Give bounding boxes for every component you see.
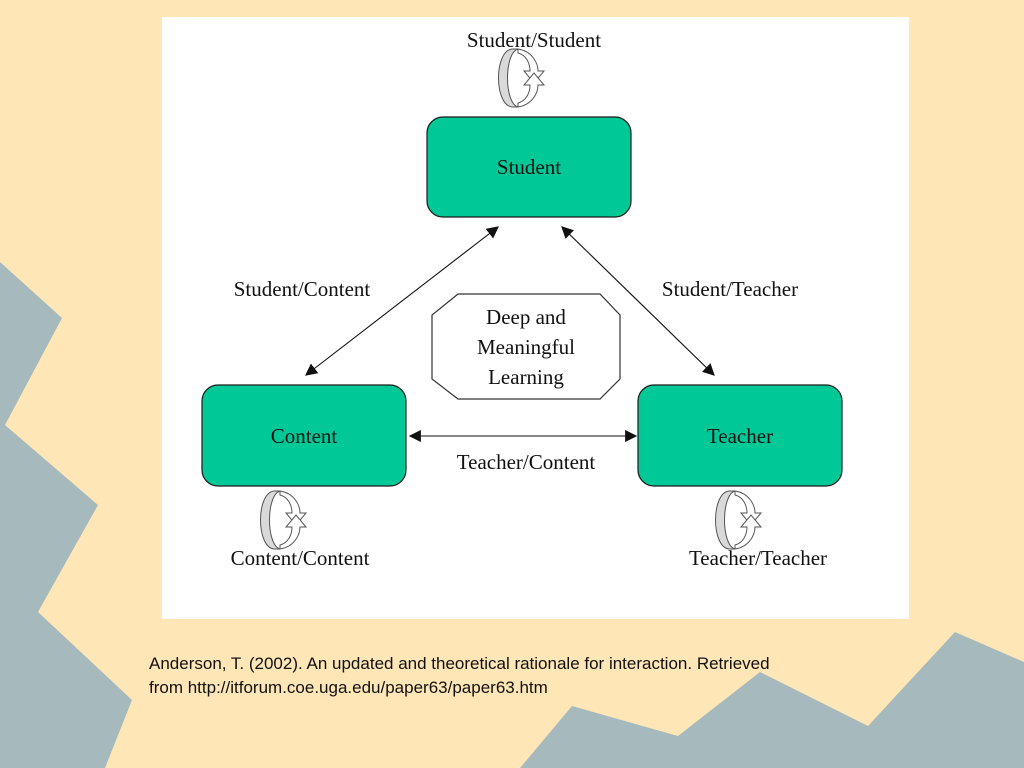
center-text-line2: Meaningful — [477, 335, 575, 359]
center-text-line1: Deep and — [486, 305, 566, 329]
loop-arrow-icon — [715, 490, 762, 550]
node-student: Student — [426, 116, 632, 218]
center-text-line3: Learning — [488, 365, 564, 389]
interaction-diagram: Student Content Teacher Deep and Meaning… — [201, 28, 843, 570]
self-loop-teacher-label: Teacher/Teacher — [689, 546, 827, 570]
citation-line1: Anderson, T. (2002). An updated and theo… — [149, 654, 770, 673]
node-teacher-label: Teacher — [707, 424, 773, 448]
loop-arrow-icon — [260, 490, 307, 550]
bottom-right-shape — [520, 632, 1024, 768]
self-loop-teacher: Teacher/Teacher — [689, 490, 827, 570]
node-content-label: Content — [271, 424, 338, 448]
edge-label-student-teacher: Student/Teacher — [662, 277, 798, 301]
edge-student-teacher — [561, 226, 715, 376]
self-loop-student: Student/Student — [467, 28, 601, 108]
edge-label-student-content: Student/Content — [234, 277, 371, 301]
self-loop-content: Content/Content — [231, 490, 370, 570]
edge-label-teacher-content: Teacher/Content — [457, 450, 596, 474]
node-content: Content — [201, 384, 407, 487]
citation-line2: from http://itforum.coe.uga.edu/paper63/… — [149, 678, 548, 697]
left-zigzag-shape — [0, 262, 132, 768]
node-student-label: Student — [497, 155, 561, 179]
self-loop-content-label: Content/Content — [231, 546, 370, 570]
center-octagon: Deep and Meaningful Learning — [431, 293, 621, 400]
self-loop-student-label: Student/Student — [467, 28, 601, 52]
citation: Anderson, T. (2002). An updated and theo… — [149, 652, 909, 700]
edge-student-content — [305, 226, 499, 376]
diagram-panel: Student Content Teacher Deep and Meaning… — [162, 17, 909, 619]
node-teacher: Teacher — [637, 384, 843, 487]
loop-arrow-icon — [498, 48, 545, 108]
